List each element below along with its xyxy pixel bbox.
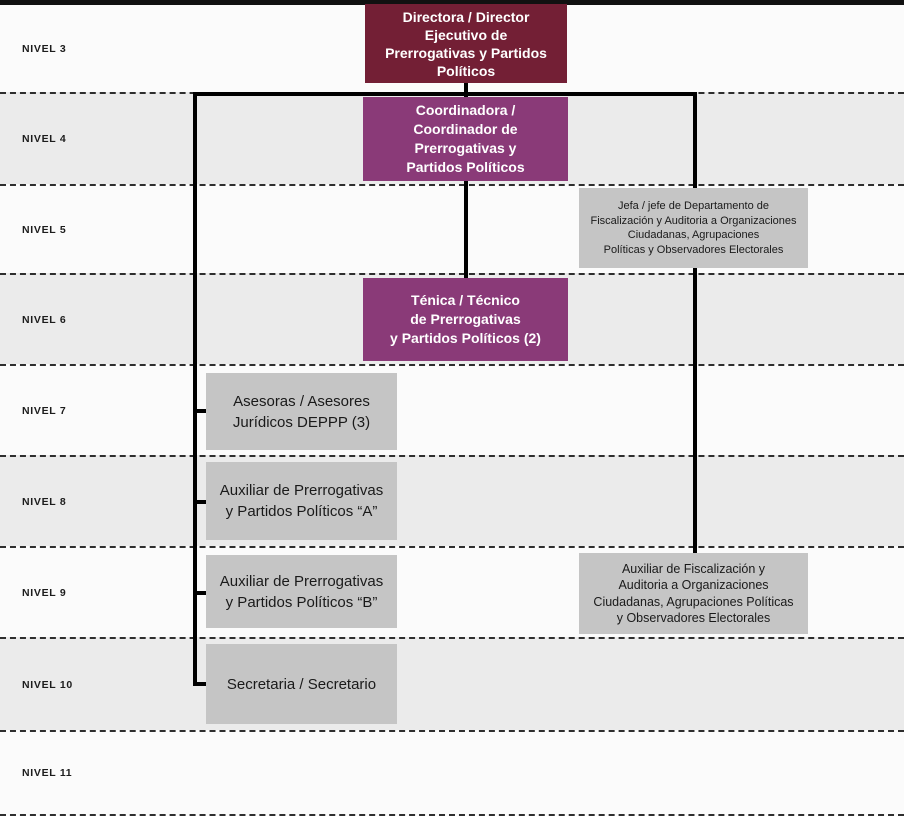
node-line: Ténica / Técnico [411, 292, 520, 308]
level-row-nivel-7: NIVEL 7 [0, 364, 904, 455]
node-jefa-departamento-fiscalizacion: Jefa / jefe de Departamento de Fiscaliza… [579, 188, 808, 268]
node-line: y Partidos Políticos “A” [225, 503, 378, 520]
connector-director-to-bus [464, 83, 468, 97]
connector-right-to-jefa [693, 92, 697, 188]
node-line: Prerrogativas y [414, 140, 517, 156]
node-line: Asesoras / Asesores [233, 392, 370, 410]
node-line: Partidos Políticos [406, 159, 525, 175]
node-auxiliar-fiscalizacion: Auxiliar de Fiscalización y Auditoria a … [579, 553, 808, 634]
node-auxiliar-prerrogativas-a: Auxiliar de Prerrogativas y Partidos Pol… [206, 462, 397, 540]
level-label-nivel-5: NIVEL 5 [22, 223, 67, 236]
node-auxiliar-prerrogativas-b: Auxiliar de Prerrogativas y Partidos Pol… [206, 555, 397, 628]
node-director-ejecutivo: Directora / Director Ejecutivo de Prerro… [365, 4, 567, 83]
level-label-nivel-3: NIVEL 3 [22, 42, 67, 55]
node-line: Políticas y Observadores Electorales [603, 243, 784, 256]
node-line: Secretaria / Secretario [226, 675, 377, 693]
node-coordinador: Coordinadora / Coordinador de Prerrogati… [363, 97, 568, 181]
level-label-nivel-11: NIVEL 11 [22, 767, 73, 779]
node-line: y Partidos Políticos “B” [225, 593, 378, 611]
node-line: Auditoria a Organizaciones [618, 578, 769, 592]
connector-jefa-to-auxiliar [693, 268, 697, 553]
connector-left-spine [193, 92, 197, 686]
node-line: Fiscalización y Auditoria a Organizacion… [590, 214, 797, 227]
node-asesores-juridicos: Asesoras / Asesores Jurídicos DEPPP (3) [206, 373, 397, 450]
connector-coordinador-tecnico [464, 181, 468, 278]
level-row-nivel-10: NIVEL 10 [0, 637, 904, 730]
node-line: Ciudadanas, Agrupaciones Políticas [593, 594, 794, 609]
node-line: y Observadores Electorales [616, 611, 771, 625]
node-line: Ciudadanas, Agrupaciones [627, 229, 760, 241]
node-line: Coordinador de [413, 121, 518, 137]
connector-stub-secretaria [193, 682, 207, 686]
node-line: Auxiliar de Prerrogativas [219, 482, 384, 499]
node-line: y Partidos Políticos (2) [390, 330, 541, 346]
level-label-nivel-9: NIVEL 9 [22, 586, 67, 599]
level-row-nivel-8: NIVEL 8 [0, 455, 904, 546]
level-row-nivel-11: NIVEL 11 [0, 730, 904, 816]
connector-stub-auxiliar-b [193, 591, 207, 595]
connector-horizontal-bus [193, 92, 697, 96]
node-line: Jurídicos DEPPP (3) [232, 413, 371, 431]
node-line: Coordinadora / [415, 102, 516, 118]
connector-stub-auxiliar-a [193, 500, 207, 504]
node-line: Jefa / jefe de Departamento de [617, 200, 770, 212]
top-border-bar [0, 0, 904, 5]
level-label-nivel-6: NIVEL 6 [22, 313, 67, 326]
node-tecnico-prerrogativas: Ténica / Técnico de Prerrogativas y Part… [363, 278, 568, 361]
level-label-nivel-7: NIVEL 7 [22, 404, 67, 417]
node-line: Ejecutivo de [424, 26, 508, 43]
node-line: Auxiliar de Prerrogativas [219, 572, 384, 590]
level-label-nivel-8: NIVEL 8 [22, 495, 67, 508]
node-line: Directora / Director [402, 8, 530, 25]
node-line: Auxiliar de Fiscalización y [621, 561, 766, 576]
node-secretaria: Secretaria / Secretario [206, 644, 397, 724]
level-label-nivel-10: NIVEL 10 [22, 678, 73, 691]
node-line: Políticos [436, 62, 496, 79]
node-line: Prerrogativas y Partidos [385, 44, 547, 61]
level-label-nivel-4: NIVEL 4 [22, 133, 67, 145]
connector-stub-asesores [193, 409, 207, 413]
node-line: de Prerrogativas [410, 311, 521, 327]
